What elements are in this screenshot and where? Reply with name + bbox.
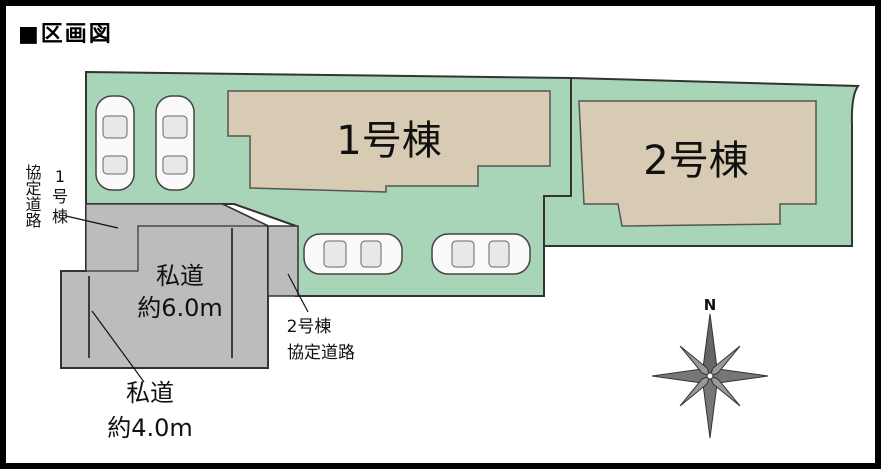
compass-icon xyxy=(651,313,769,439)
agreement-1-tou: 棟 xyxy=(52,207,68,226)
agreement-1-num: 1 xyxy=(55,167,65,186)
agreement-road-1-area xyxy=(85,203,269,272)
road-6m-line2: 約6.0m xyxy=(137,294,223,322)
lot-1-label: 1号棟 xyxy=(336,118,441,164)
building-1 xyxy=(227,90,551,193)
car-parking-2 xyxy=(155,95,195,191)
leader-line-road-4m xyxy=(91,310,145,383)
road-6m-line1: 私道 xyxy=(156,262,204,290)
car-parking-4 xyxy=(431,233,531,275)
agreement-2-line2: 協定道路 xyxy=(287,343,355,363)
page-title: ■区画図 xyxy=(18,22,113,47)
road-4m-line2: 約4.0m xyxy=(107,414,193,442)
lot-2-label: 2号棟 xyxy=(643,138,748,184)
plot-plan-frame: ■区画図 xyxy=(6,6,875,463)
agreement-2-line1: 2号棟 xyxy=(287,317,332,337)
leader-line-agreement-2 xyxy=(287,273,309,313)
road-4m-line1: 私道 xyxy=(126,379,174,407)
building-2 xyxy=(578,100,817,227)
leader-line-agreement-1 xyxy=(65,215,119,229)
compass-north-label: N xyxy=(704,296,717,314)
car-parking-3 xyxy=(303,233,403,275)
site-plan: 1号棟 2号棟 私道 約6.0m 私道 約4.0m 1 号 棟 協定道路 2号棟… xyxy=(23,70,860,442)
agreement-1-vertical: 協定道路 xyxy=(23,164,42,228)
car-parking-1 xyxy=(95,95,135,191)
agreement-1-gou: 号 xyxy=(52,187,68,206)
